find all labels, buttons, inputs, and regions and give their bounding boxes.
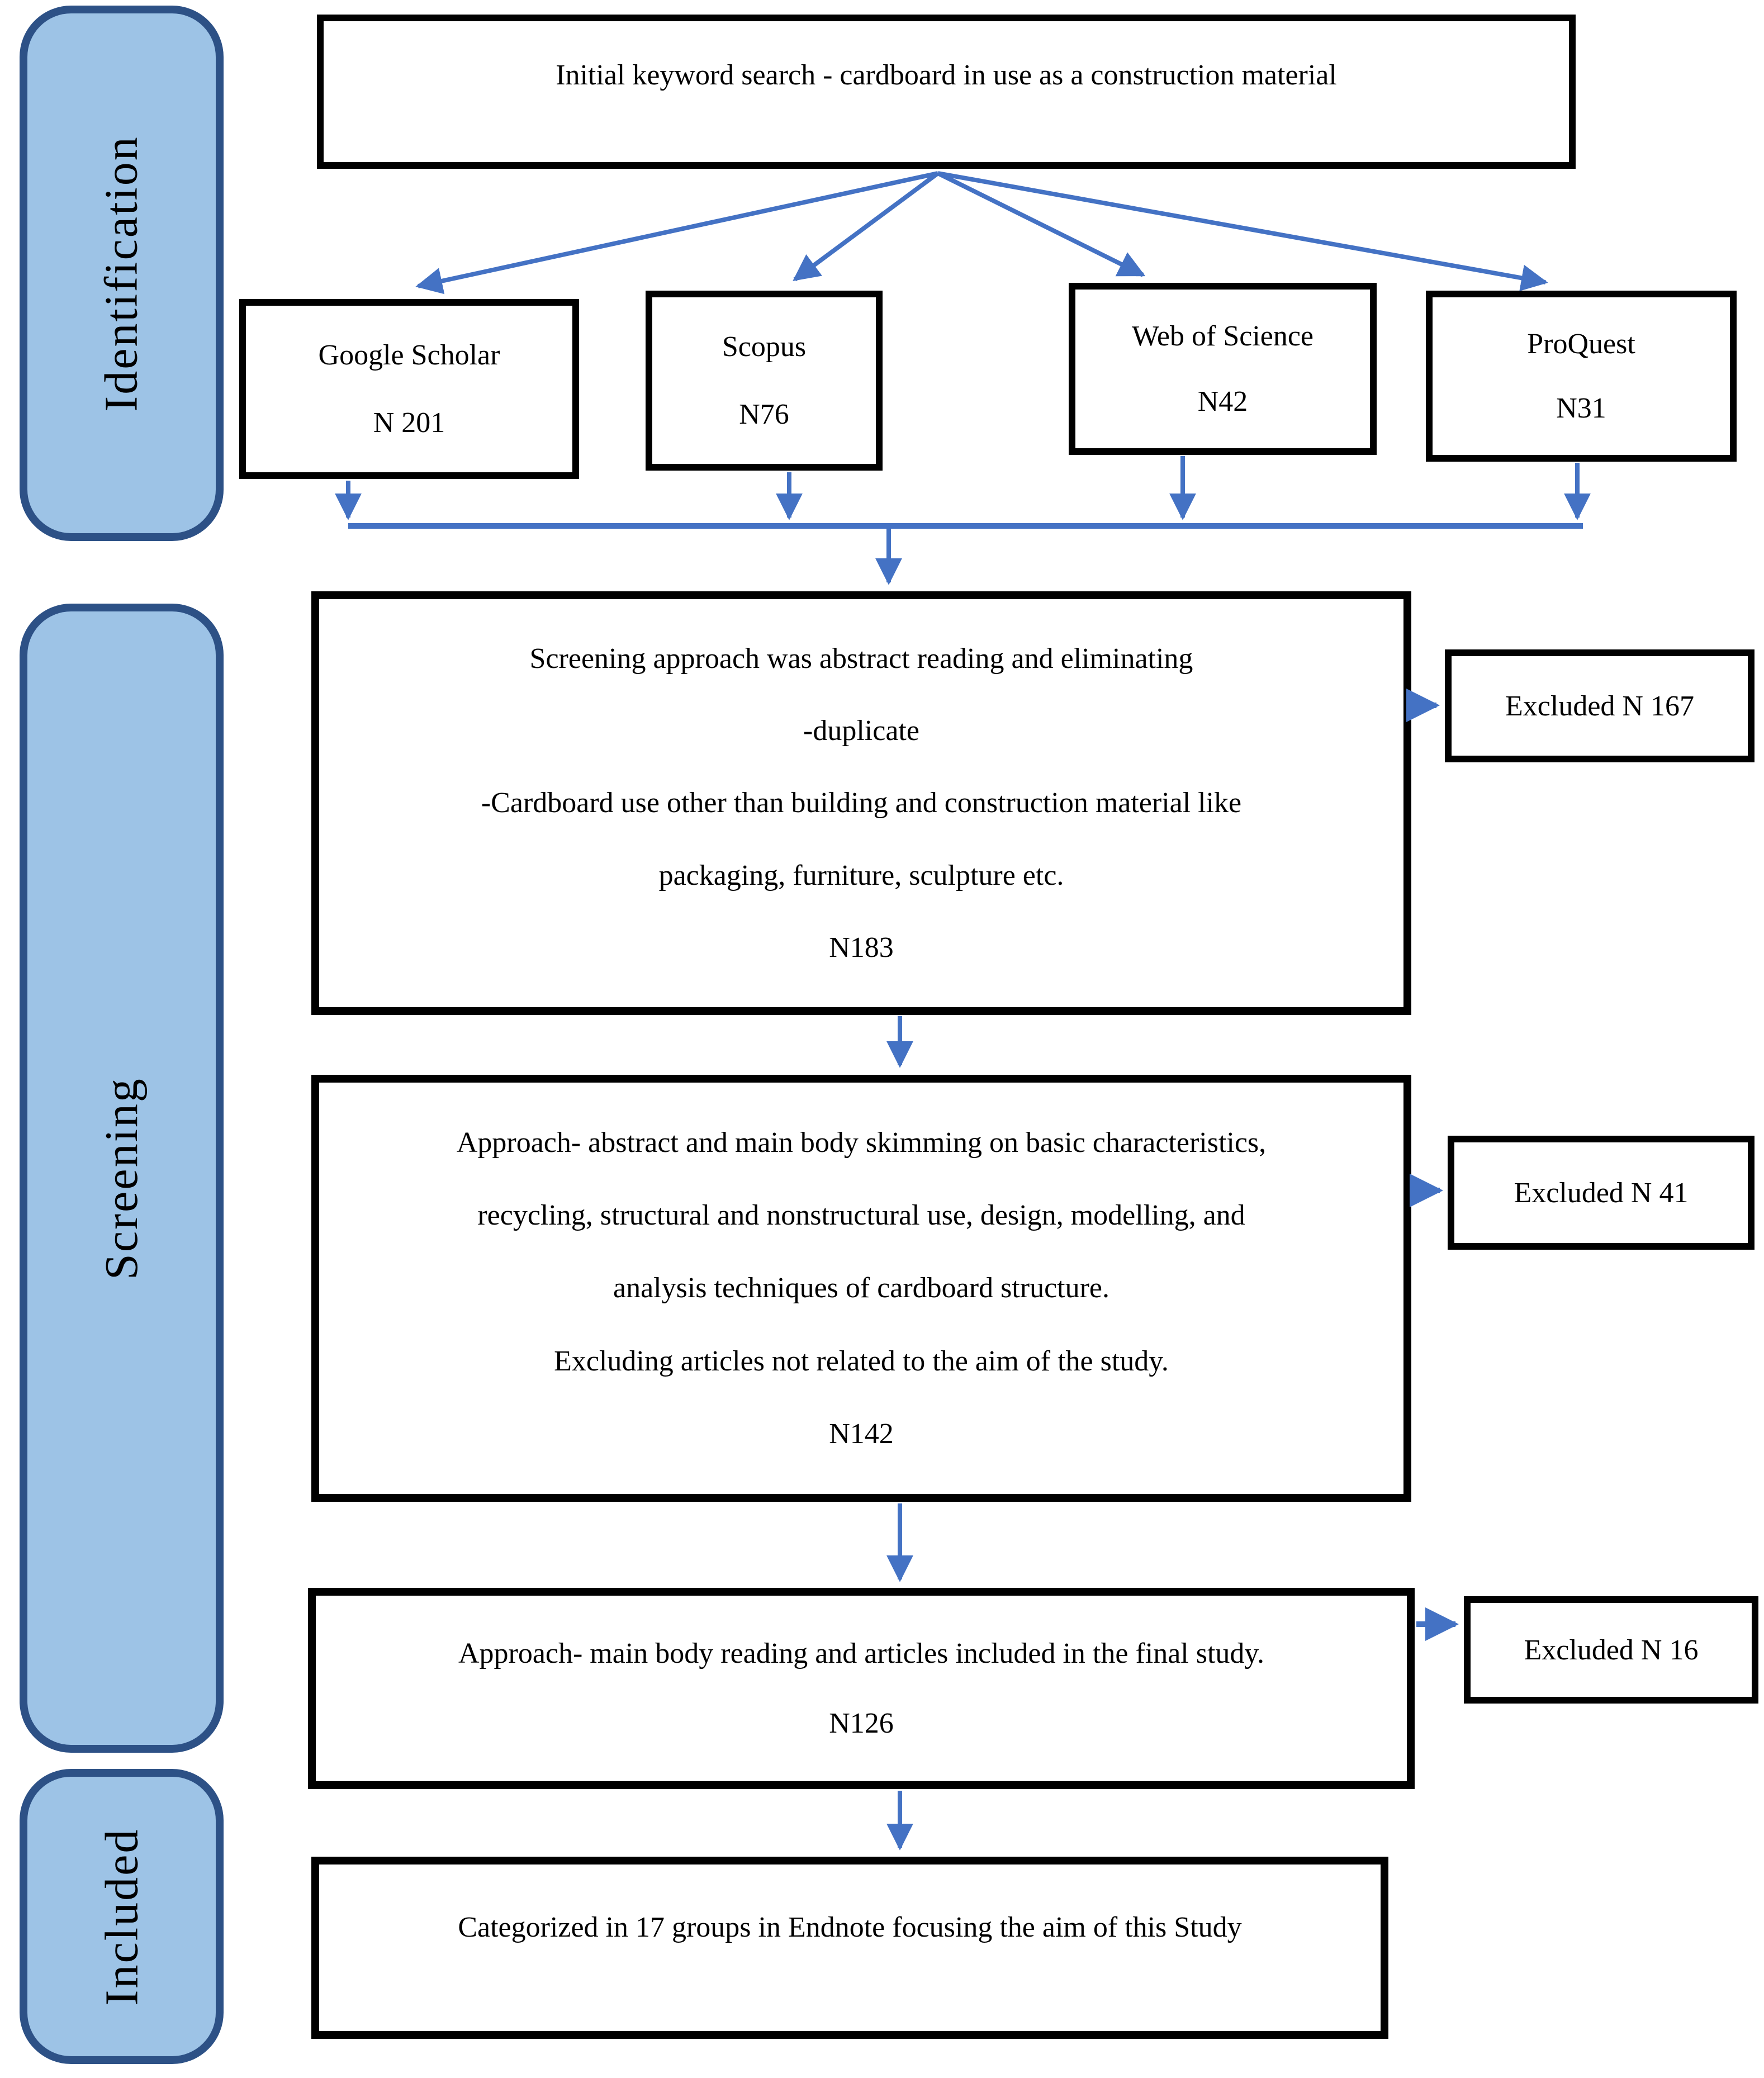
box-line: recycling, structural and nonstructural … xyxy=(477,1199,1245,1232)
box-line: N126 xyxy=(829,1707,894,1740)
source-name: ProQuest xyxy=(1527,328,1635,360)
screening-box-3: Approach- main body reading and articles… xyxy=(308,1588,1415,1789)
source-box-web-of-science: Web of Science N42 xyxy=(1069,283,1377,455)
stage-screening-label: Screening xyxy=(96,1076,148,1280)
source-count: N31 xyxy=(1556,392,1606,425)
included-final-text: Categorized in 17 groups in Endnote focu… xyxy=(458,1911,1242,1943)
box-line: N142 xyxy=(829,1417,894,1450)
excluded-box-3: Excluded N 16 xyxy=(1464,1596,1758,1704)
initial-search-box: Initial keyword search - cardboard in us… xyxy=(317,15,1576,169)
arrow-title-to-proquest xyxy=(937,171,1548,291)
box-line: N183 xyxy=(829,931,894,964)
arrow-title-to-google-scholar xyxy=(415,171,938,295)
excluded-label: Excluded N 41 xyxy=(1514,1176,1689,1209)
source-count: N76 xyxy=(739,398,789,430)
box-line: analysis techniques of cardboard structu… xyxy=(613,1272,1109,1304)
source-name: Web of Science xyxy=(1132,320,1313,353)
source-name: Google Scholar xyxy=(318,339,500,371)
included-final-box: Categorized in 17 groups in Endnote focu… xyxy=(311,1857,1388,2039)
box-line: Excluding articles not related to the ai… xyxy=(554,1345,1169,1377)
initial-search-text: Initial keyword search - cardboard in us… xyxy=(556,59,1337,91)
source-name: Scopus xyxy=(722,331,807,363)
box-line: -Cardboard use other than building and c… xyxy=(481,787,1242,819)
arrow-title-to-web-of-science xyxy=(937,171,1146,277)
source-count: N42 xyxy=(1197,385,1248,418)
box-line: Approach- main body reading and articles… xyxy=(458,1637,1265,1669)
box-line: packaging, furniture, sculpture etc. xyxy=(658,859,1064,891)
stage-screening: Screening xyxy=(20,604,224,1753)
source-box-google-scholar: Google Scholar N 201 xyxy=(239,299,579,479)
screening-box-2: Approach- abstract and main body skimmin… xyxy=(311,1075,1411,1502)
box-line: Screening approach was abstract reading … xyxy=(529,643,1193,675)
box-line: Approach- abstract and main body skimmin… xyxy=(456,1127,1267,1159)
screening-box-1: Screening approach was abstract reading … xyxy=(311,591,1411,1015)
source-box-proquest: ProQuest N31 xyxy=(1426,291,1737,462)
excluded-box-1: Excluded N 167 xyxy=(1445,649,1754,762)
excluded-label: Excluded N 16 xyxy=(1524,1634,1699,1666)
source-box-scopus: Scopus N76 xyxy=(646,291,883,471)
stage-identification-label: Identification xyxy=(96,135,148,412)
box-line: -duplicate xyxy=(803,715,919,747)
source-count: N 201 xyxy=(373,407,445,439)
excluded-label: Excluded N 167 xyxy=(1505,690,1694,722)
stage-included-label: Included xyxy=(95,1828,148,2005)
stage-included: Included xyxy=(20,1769,224,2064)
stage-identification: Identification xyxy=(20,6,224,541)
excluded-box-2: Excluded N 41 xyxy=(1448,1136,1754,1250)
arrow-title-to-scopus xyxy=(793,171,940,282)
